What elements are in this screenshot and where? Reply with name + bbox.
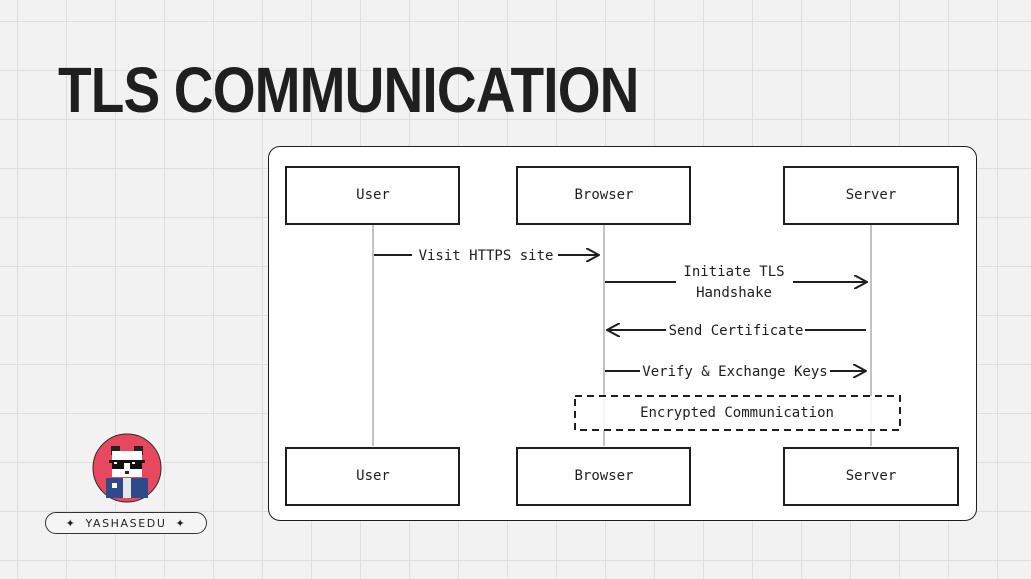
message-label: Send Certificate [669,323,804,339]
participant-box-top-user: User [285,166,460,225]
participant-label: User [356,187,390,203]
participant-box-bottom-server: Server [783,447,959,506]
participant-box-top-browser: Browser [516,166,691,225]
message-label: Verify & Exchange Keys [642,364,827,380]
participant-label: Server [846,187,897,203]
participant-label: Server [846,468,897,484]
avatar [92,433,162,503]
sparkle-icon: ✦ [65,516,77,530]
participant-box-top-server: Server [783,166,959,225]
encrypted-communication-note: Encrypted Communication [574,395,901,431]
note-label: Encrypted Communication [640,405,834,421]
sequence-diagram: User Browser Server Visit HTTPS site Ini… [285,166,959,506]
participant-label: User [356,468,390,484]
message-label: Handshake [696,285,772,301]
message-label: Visit HTTPS site [419,248,554,264]
participant-label: Browser [574,468,633,484]
brand-name: YASHASEDU [85,516,167,530]
page-title: TLS COMMUNICATION [58,54,639,126]
brand-badge: ✦ YASHASEDU ✦ [45,512,207,534]
sparkle-icon: ✦ [175,516,187,530]
message-label: Initiate TLS [683,264,784,280]
participant-label: Browser [574,187,633,203]
participant-box-bottom-browser: Browser [516,447,691,506]
panda-icon [106,446,148,498]
participant-box-bottom-user: User [285,447,460,506]
